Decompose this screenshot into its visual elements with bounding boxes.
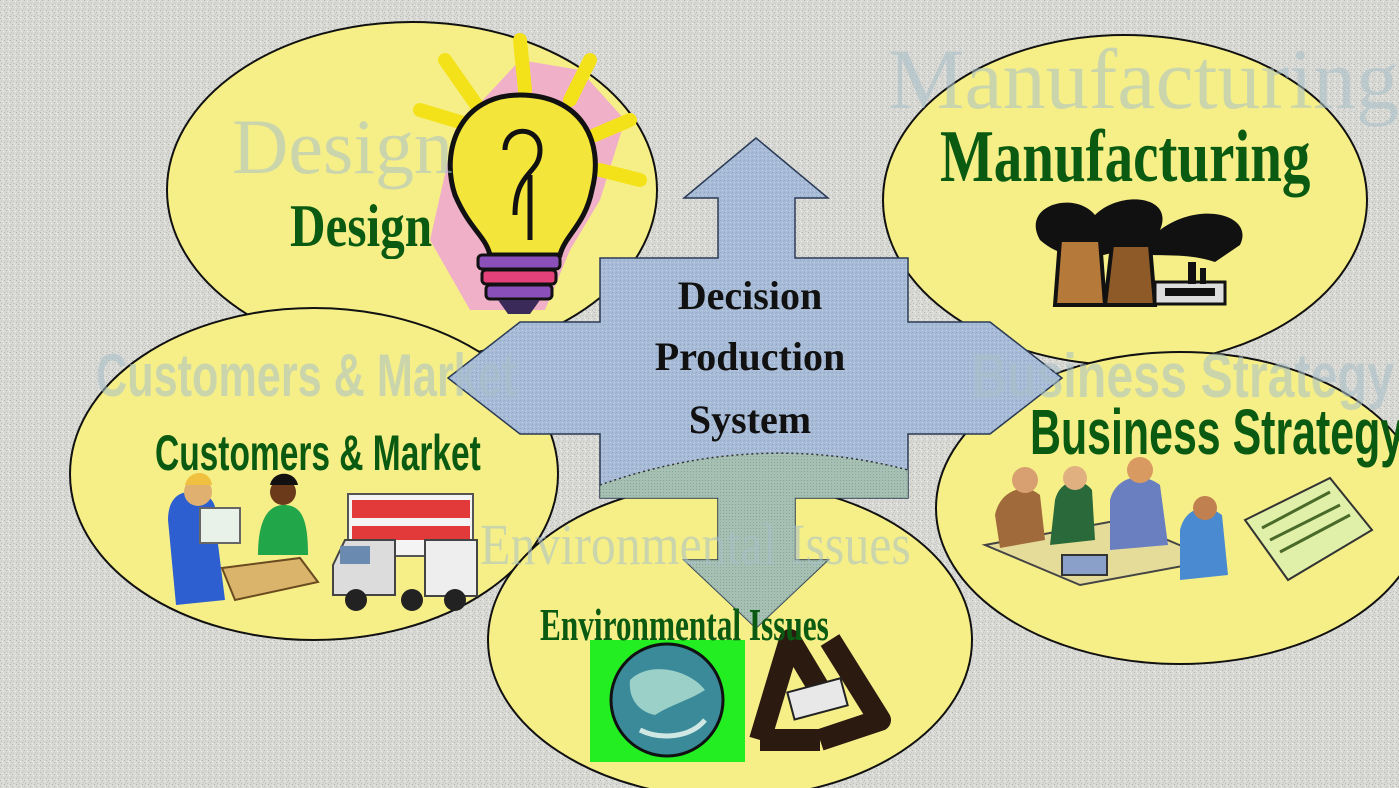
light-bulb-icon — [413, 33, 647, 314]
center-line-3: System — [688, 397, 812, 442]
business-label: Business Strategy — [1030, 396, 1399, 468]
people-truck-icon — [168, 472, 478, 611]
customers-ghost-label: Customers & Market — [96, 342, 517, 409]
design-ghost-label: Design — [232, 103, 453, 190]
design-label: Design — [290, 193, 433, 259]
center-line-2: Production — [654, 334, 846, 379]
globe-recycle-icon — [590, 629, 891, 762]
factory-icon — [1035, 199, 1243, 307]
customers-label: Customers & Market — [155, 425, 481, 481]
center-line-1: Decision — [677, 273, 823, 318]
business-ellipse — [935, 351, 1399, 665]
environment-ghost-label: Environmental Issues — [480, 512, 911, 577]
meeting-icon — [981, 457, 1374, 587]
business-ghost-label: Business Strategy — [972, 342, 1394, 411]
environment-label: Environmental Issues — [540, 599, 829, 650]
manufacturing-label: Manufacturing — [940, 116, 1311, 198]
arrow-overlap — [600, 453, 908, 628]
manufacturing-ghost-label: Manufacturing — [888, 31, 1399, 127]
